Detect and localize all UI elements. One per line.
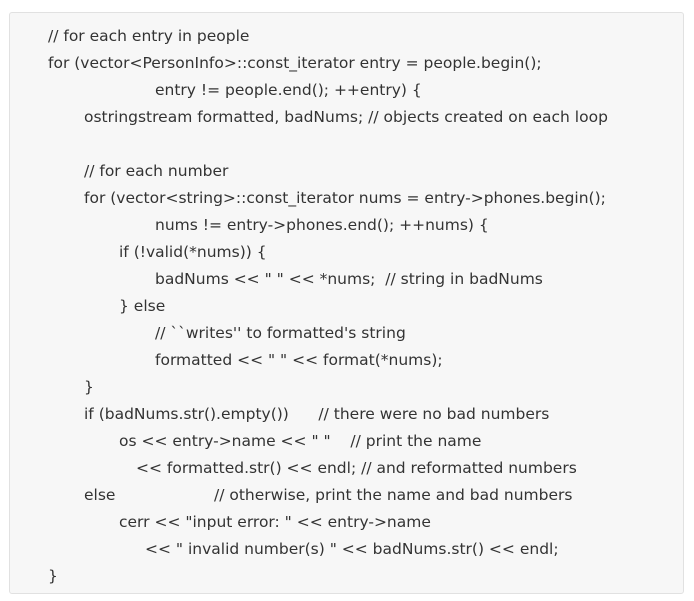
code-line: nums != entry->phones.end(); ++nums) { (155, 216, 489, 234)
code-line: for (vector<string>::const_iterator nums… (84, 189, 606, 207)
code-line: badNums << " " << *nums; // string in ba… (155, 270, 543, 288)
code-line: formatted << " " << format(*nums); (155, 351, 443, 369)
code-line: if (!valid(*nums)) { (119, 243, 267, 261)
code-line: << " invalid number(s) " << badNums.str(… (145, 540, 559, 558)
code-line: entry != people.end(); ++entry) { (155, 81, 422, 99)
code-line: } else (119, 297, 166, 315)
code-line: // ``writes'' to formatted's string (155, 324, 406, 342)
code-line: // for each number (84, 162, 229, 180)
code-line: cerr << "input error: " << entry->name (119, 513, 431, 531)
code-line: } (84, 378, 94, 396)
code-line: for (vector<PersonInfo>::const_iterator … (48, 54, 542, 72)
code-line: ostringstream formatted, badNums; // obj… (84, 108, 608, 126)
code-line: if (badNums.str().empty()) // there were… (84, 405, 550, 423)
code-line: << formatted.str() << endl; // and refor… (136, 459, 577, 477)
code-block: // for each entry in people for (vector<… (9, 12, 684, 594)
code-line: else // otherwise, print the name and ba… (84, 486, 573, 504)
code-line: // for each entry in people (48, 27, 250, 45)
code-line: } (48, 567, 58, 585)
code-line: os << entry->name << " " // print the na… (119, 432, 482, 450)
